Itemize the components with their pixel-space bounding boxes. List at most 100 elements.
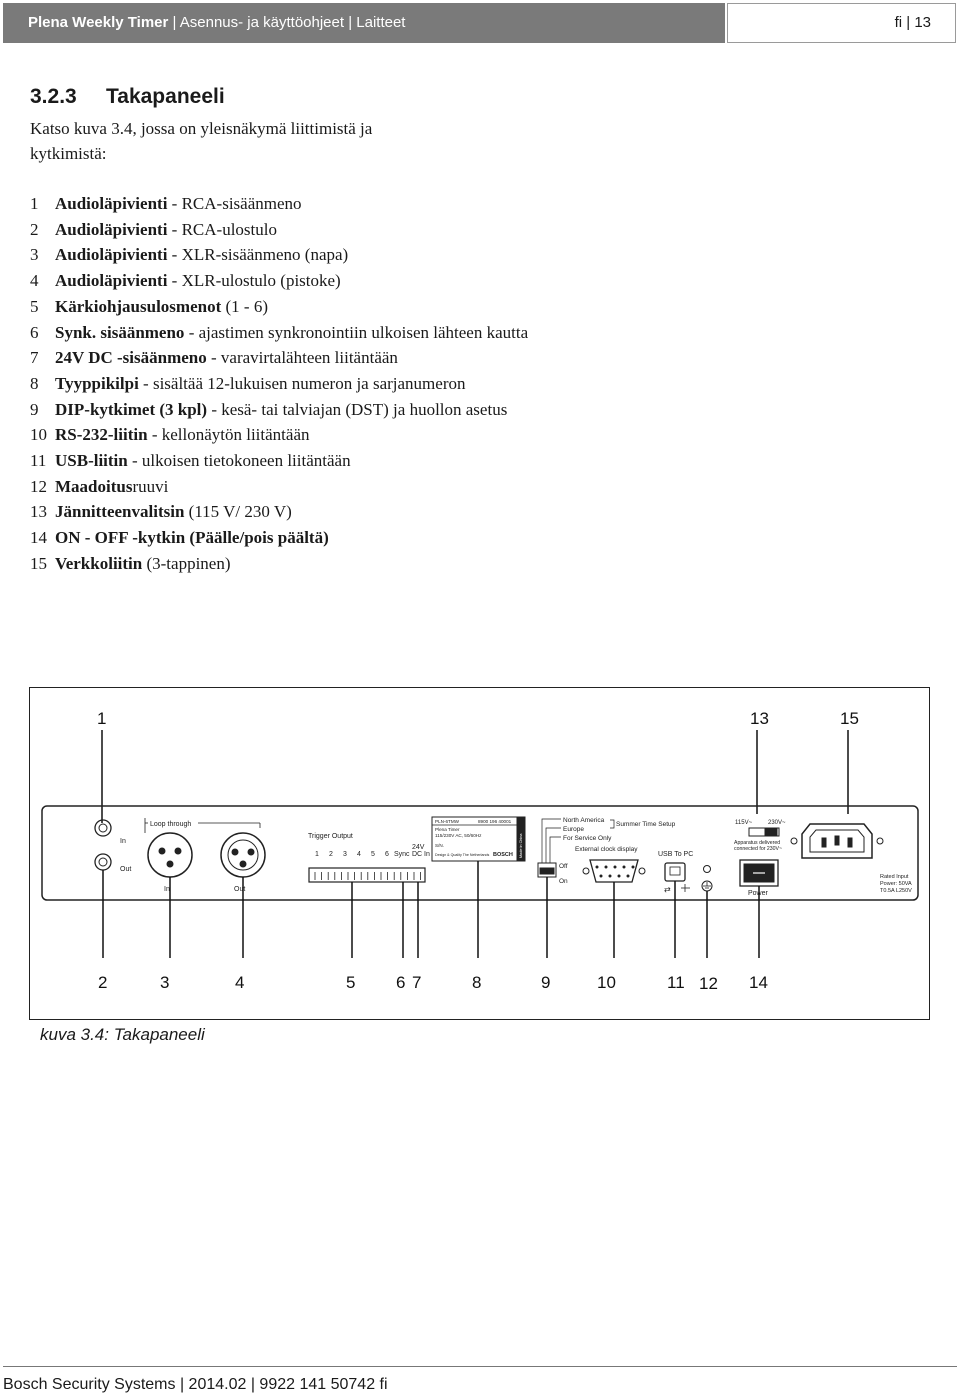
- item-term: Audioläpivienti: [55, 245, 168, 265]
- header-title-bar: Plena Weekly Timer | Asennus- ja käyttöo…: [3, 3, 725, 43]
- item-number: 2: [30, 219, 39, 239]
- dip-leader: [549, 836, 561, 863]
- rs232-pin: [595, 865, 599, 869]
- callout-4: 4: [235, 973, 244, 992]
- plate-model: PLN-6TMW: [435, 819, 460, 824]
- item-number: 8: [30, 373, 39, 393]
- label-loop-through: Loop through: [150, 821, 191, 828]
- plate-name: Plena Timer: [435, 827, 460, 832]
- type-plate-strip: [516, 816, 526, 862]
- rear-panel-figure: 1 13 15 In Out Loop through: [29, 687, 930, 1020]
- trigger-number: 3: [343, 851, 347, 858]
- item-desc: - XLR-ulostulo (pistoke): [167, 271, 341, 291]
- label-230v: 230V~: [768, 820, 786, 826]
- usb-port: [664, 862, 686, 882]
- trigger-number: 6: [385, 851, 389, 858]
- item-term: RS-232-liitin: [55, 425, 148, 445]
- callout-14: 14: [749, 973, 768, 992]
- item-term: Kärkiohjausulosmenot: [55, 296, 222, 316]
- item-number: 12: [30, 476, 47, 496]
- xlr-in-pin: [158, 847, 166, 855]
- footer-rule: [3, 1366, 957, 1367]
- callout-3: 3: [160, 973, 169, 992]
- label-sync: Sync: [394, 851, 410, 858]
- item-number: 11: [30, 451, 47, 471]
- plate-code: 8900 196 40001: [478, 819, 512, 824]
- inlet-screw: [876, 837, 884, 845]
- page-header: Plena Weekly Timer | Asennus- ja käyttöo…: [3, 3, 956, 43]
- header-sep: |: [906, 14, 911, 31]
- dip-leader: [545, 827, 561, 863]
- rs232-screw: [582, 867, 590, 875]
- rca-out-jack: [94, 853, 112, 871]
- dst-north-america: North America: [563, 817, 605, 824]
- item-desc: - varavirtalähteen liitäntään: [206, 348, 398, 368]
- rs232-pin: [599, 874, 603, 878]
- inlet-screw: [790, 837, 798, 845]
- header-product: Plena Weekly Timer: [28, 14, 169, 31]
- rs232-pin: [604, 865, 608, 869]
- item-number: 9: [30, 399, 39, 419]
- xlr-in-connector: [147, 832, 193, 878]
- trigger-number: 1: [315, 851, 319, 858]
- trigger-number: 5: [371, 851, 375, 858]
- label-trigger-output: Trigger Output: [308, 833, 353, 840]
- item-term: Audioläpivienti: [55, 271, 168, 291]
- section-number: 3.2.3: [30, 85, 77, 108]
- label-rca-in: In: [120, 838, 126, 845]
- trigger-number: 4: [357, 851, 361, 858]
- trigger-number: 2: [329, 851, 333, 858]
- item-desc: - kellonäytön liitäntään: [147, 425, 310, 445]
- rca-in-jack: [94, 819, 112, 837]
- dst-bracket: [610, 819, 615, 829]
- mains-pin-earth: [834, 835, 840, 846]
- plate-origin: Made in China: [519, 833, 523, 858]
- item-desc: (115 V/ 230 V): [184, 502, 292, 522]
- item-number: 13: [30, 502, 47, 522]
- callout-6: 6: [396, 973, 405, 992]
- dip-off-label: Off: [559, 863, 568, 870]
- rs232-pin: [613, 865, 617, 869]
- section-heading: Takapaneeli: [106, 85, 225, 108]
- usb-port-inner: [669, 866, 681, 876]
- callout-12: 12: [699, 974, 718, 993]
- xlr-out-pin: [231, 848, 239, 856]
- callout-2: 2: [98, 973, 107, 992]
- label-115v: 115V~: [735, 820, 753, 826]
- item-term: Synk. sisäänmeno: [55, 322, 185, 342]
- dip-switch-3: [549, 867, 555, 875]
- xlr-out-pin: [239, 860, 247, 868]
- dst-service: For Service Only: [563, 835, 612, 842]
- item-term: Jännitteenvalitsin: [55, 502, 185, 522]
- section-intro: Katso kuva 3.4, jossa on yleisnäkymä lii…: [30, 119, 373, 163]
- item-term: USB-liitin: [55, 451, 128, 471]
- item-desc: - kesä- tai talviajan (DST) ja huollon a…: [207, 399, 508, 419]
- header-page-box: fi | 13: [727, 3, 956, 43]
- dip-switch-2: [544, 867, 550, 875]
- callout-11: 11: [667, 973, 685, 992]
- callout-8: 8: [472, 973, 481, 992]
- item-number: 7: [30, 348, 39, 368]
- label-xlr-out: Out: [234, 886, 245, 893]
- item-term: ON - OFF -kytkin (Päälle/pois päältä): [55, 528, 329, 548]
- label-usb: USB To PC: [658, 851, 693, 858]
- xlr-out-pin: [247, 848, 255, 856]
- rs232-pin: [622, 865, 626, 869]
- page-footer: Bosch Security Systems | 2014.02 | 9922 …: [3, 1376, 388, 1393]
- item-number: 6: [30, 322, 39, 342]
- rs232-pin: [617, 874, 621, 878]
- label-dc-in: DC In: [412, 851, 430, 858]
- ground-screw: [703, 865, 711, 873]
- mains-pin-live: [821, 837, 827, 848]
- rs232-pin: [631, 865, 635, 869]
- rated-input: Rated Input: [880, 874, 909, 880]
